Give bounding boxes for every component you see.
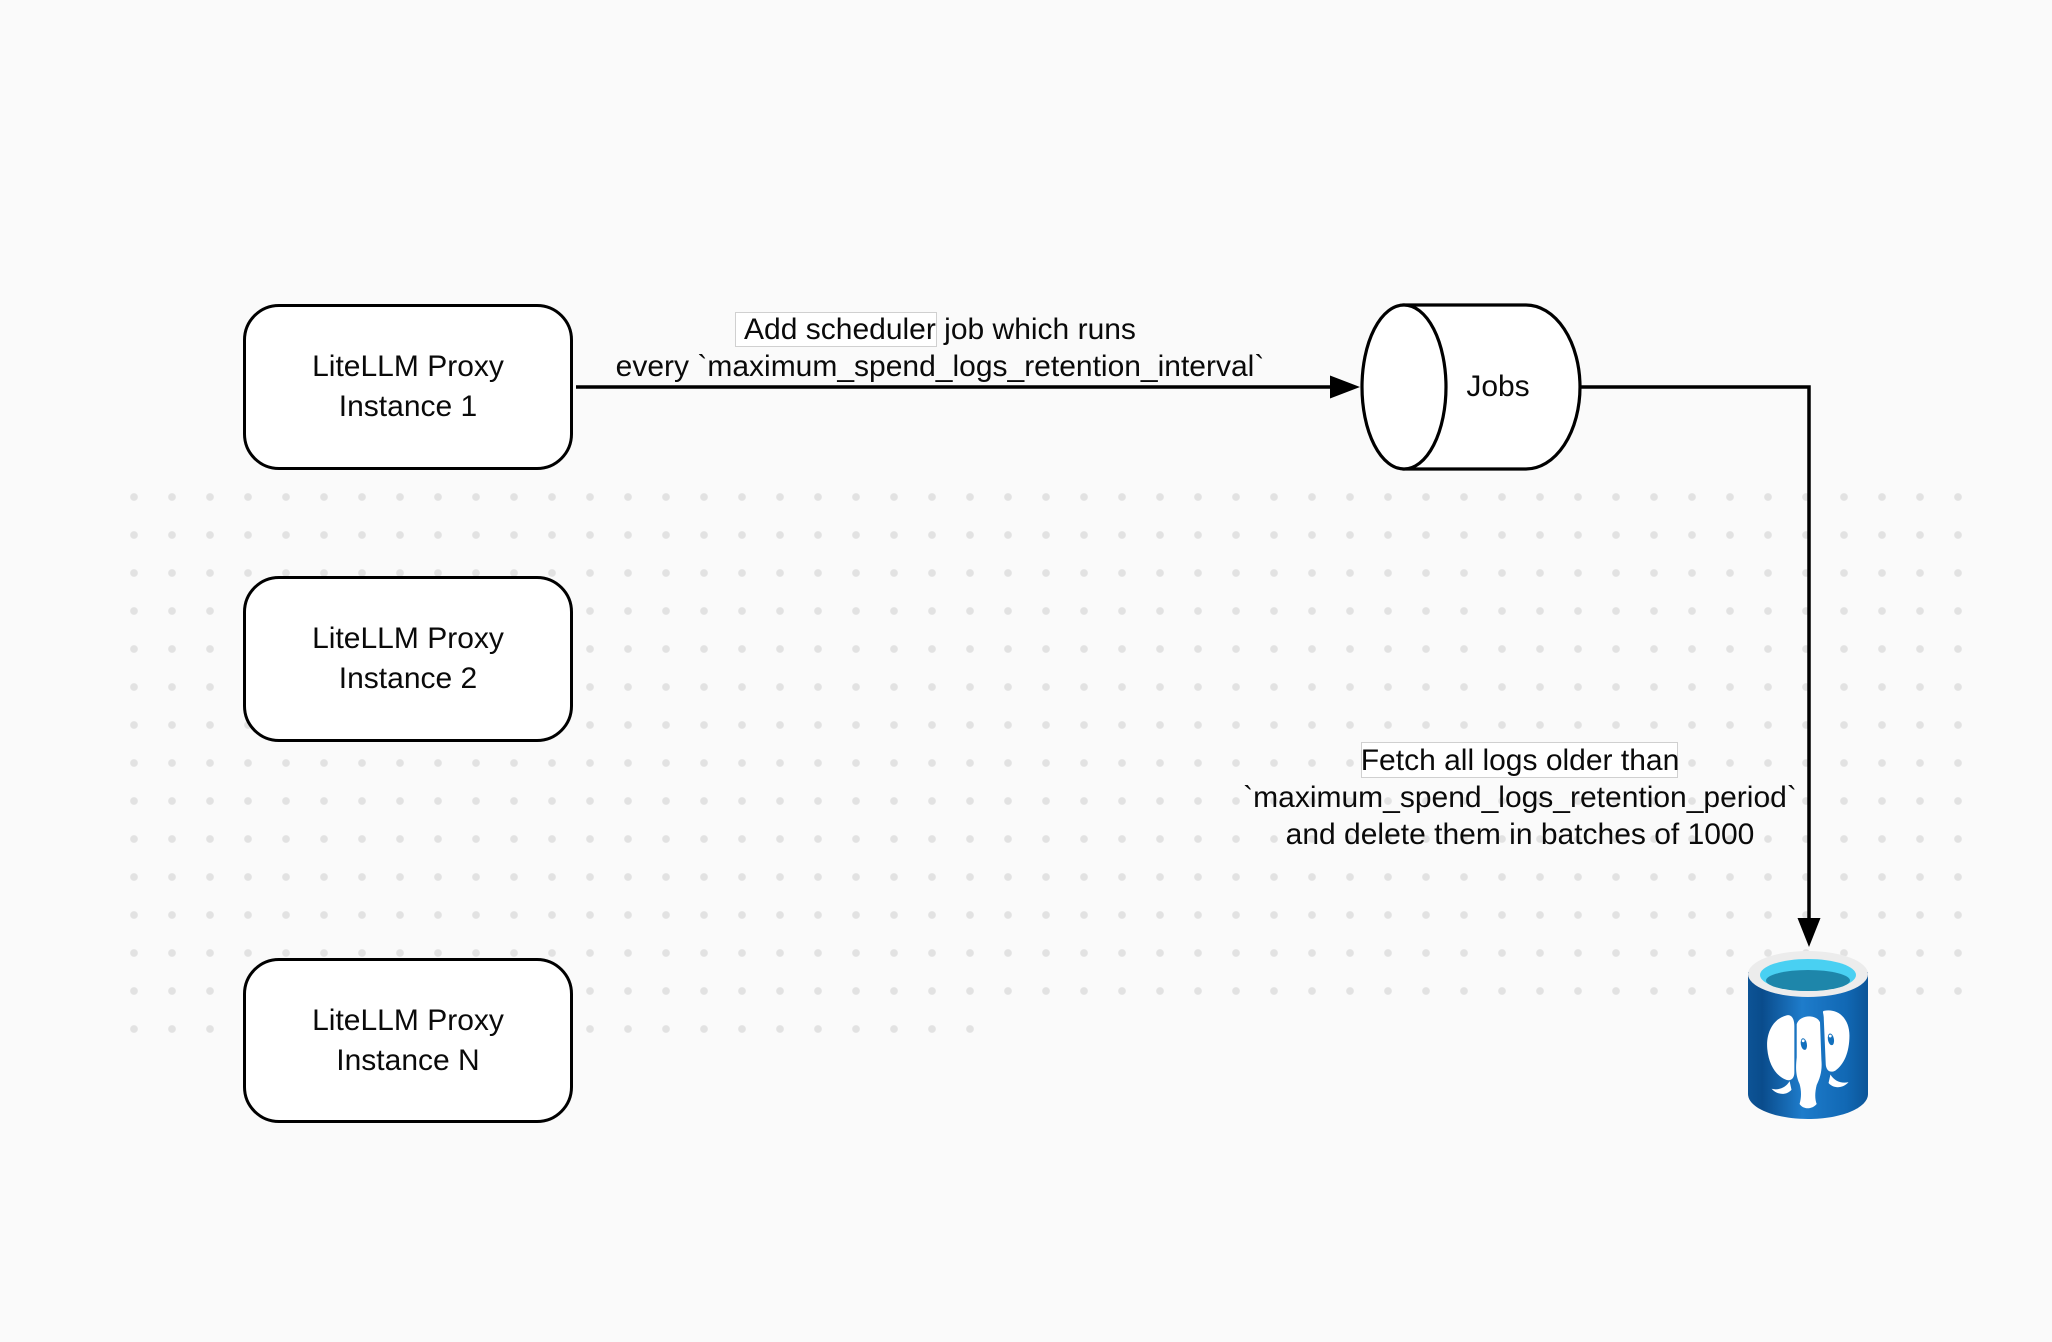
scheduler-arrow bbox=[576, 375, 1360, 399]
scheduler-label-highlight-box bbox=[735, 312, 937, 347]
node-label: Instance N bbox=[336, 1043, 480, 1077]
node-label: LiteLLM Proxy bbox=[312, 1003, 504, 1037]
cleanup-label-highlight-box bbox=[1361, 742, 1678, 778]
jobs-node-label: Jobs bbox=[1466, 370, 1530, 403]
scheduler-edge-label: Add scheduler job which runs every `maxi… bbox=[540, 311, 1340, 385]
node-label: Instance 2 bbox=[338, 662, 478, 695]
node-label: LiteLLM Proxy bbox=[312, 350, 504, 383]
node-litellm-proxy-instance-1: LiteLLM Proxy Instance 1 bbox=[243, 304, 573, 470]
node-label: Instance 1 bbox=[338, 390, 478, 423]
postgres-elephant-glyph bbox=[1767, 1010, 1850, 1109]
cleanup-edge-label-line3: and delete them in batches of 1000 bbox=[1285, 818, 1755, 851]
node-litellm-proxy-instance-2: LiteLLM Proxy Instance 2 bbox=[243, 576, 573, 742]
arrow-right-head-icon bbox=[1330, 375, 1360, 399]
postgresql-database-icon bbox=[1743, 948, 1873, 1122]
jobs-cylinder-shape bbox=[1360, 303, 1582, 471]
arrow-down-head-icon bbox=[1797, 918, 1821, 947]
scheduler-edge-label-line1: Add scheduler job which runs bbox=[744, 313, 1136, 346]
node-litellm-proxy-instance-n: LiteLLM Proxy Instance N bbox=[243, 958, 573, 1123]
scheduler-edge-label-line2: every `maximum_spend_logs_retention_inte… bbox=[615, 350, 1265, 383]
cleanup-edge-label-line2: `maximum_spend_logs_retention_period` bbox=[1243, 781, 1797, 814]
cleanup-edge-label: Fetch all logs older than `maximum_spend… bbox=[1120, 742, 1920, 853]
node-label: LiteLLM Proxy bbox=[312, 622, 504, 655]
cleanup-edge-label-line1: Fetch all logs older than bbox=[1360, 744, 1680, 777]
cleanup-arrow bbox=[1578, 385, 1821, 947]
